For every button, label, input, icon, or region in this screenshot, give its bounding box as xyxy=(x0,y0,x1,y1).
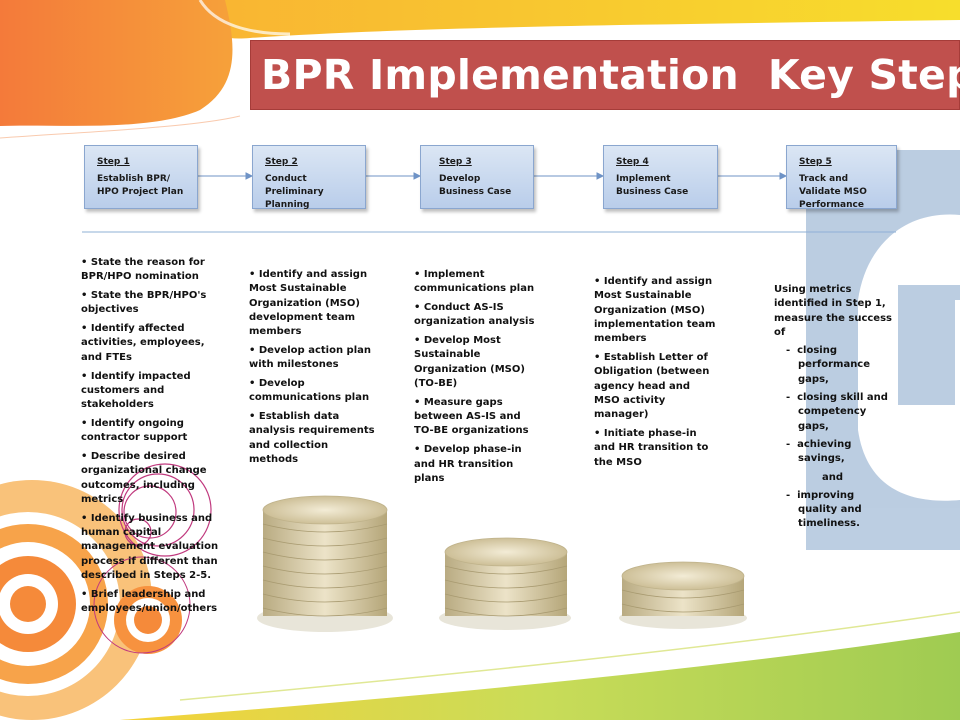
step-text: Implement Business Case xyxy=(616,174,689,197)
step-label: Step 1 xyxy=(97,157,130,167)
step-label: Step 5 xyxy=(799,157,832,167)
list-item: Identify affected activities, employees,… xyxy=(81,322,227,365)
list-item: closing skill and competency gaps, xyxy=(774,391,896,434)
step-arrows xyxy=(198,172,788,180)
list-item: State the BPR/HPO's objectives xyxy=(81,289,227,318)
step-text: Track and Validate MSO Performance xyxy=(799,174,867,210)
step-label: Step 4 xyxy=(616,157,649,167)
list-item: Develop action plan with milestones xyxy=(249,344,377,373)
list-item: Conduct AS-IS organization analysis xyxy=(414,301,538,330)
list-item: Establish Letter of Obligation (between … xyxy=(594,351,718,422)
list-item: achieving savings, xyxy=(774,438,896,467)
step2-details: Identify and assign Most Sustainable Org… xyxy=(249,268,377,472)
coin-stack-icon xyxy=(439,537,571,630)
list-item: Identify impacted customers and stakehol… xyxy=(81,370,227,413)
connector-text: and xyxy=(822,471,844,483)
list-item: Identify and assign Most Sustainable Org… xyxy=(249,268,377,339)
list-item: improving quality and timeliness. xyxy=(774,489,896,532)
title-bar: BPR Implementation Key Steps xyxy=(250,40,960,110)
list-item: Brief leadership and employees/union/oth… xyxy=(81,588,227,617)
coin-stack-icon xyxy=(257,495,393,632)
list-item: Describe desired organizational change o… xyxy=(81,450,227,507)
list-item: closing performance gaps, xyxy=(774,344,896,387)
step-text: Develop Business Case xyxy=(439,174,512,197)
step1-details: State the reason for BPR/HPO nomination … xyxy=(81,256,227,621)
list-item: Develop communications plan xyxy=(249,377,377,406)
list-item: Identify ongoing contractor support xyxy=(81,417,227,446)
step-box-4: Step 4 Implement Business Case xyxy=(603,145,718,209)
step-text: Establish BPR/ HPO Project Plan xyxy=(97,174,184,197)
list-item: Measure gaps between AS-IS and TO-BE org… xyxy=(414,396,538,439)
page-title: BPR Implementation Key Steps xyxy=(261,51,960,99)
bottom-swoosh xyxy=(120,632,960,720)
step-box-2: Step 2 Conduct Preliminary Planning xyxy=(252,145,366,210)
step3-details: Implement communications plan Conduct AS… xyxy=(414,268,538,491)
step-label: Step 2 xyxy=(265,157,298,167)
list-item: Develop phase-in and HR transition plans xyxy=(414,443,538,486)
list-item: Initiate phase-in and HR transition to t… xyxy=(594,427,718,470)
list-item: Establish data analysis requirements and… xyxy=(249,410,377,467)
step5-details: Using metrics identified in Step 1, meas… xyxy=(774,283,896,536)
list-item: State the reason for BPR/HPO nomination xyxy=(81,256,227,285)
step-label: Step 3 xyxy=(439,157,472,167)
step5-intro: Using metrics identified in Step 1, meas… xyxy=(774,284,892,338)
step4-details: Identify and assign Most Sustainable Org… xyxy=(594,275,718,474)
list-item: Implement communications plan xyxy=(414,268,538,297)
list-item: Identify and assign Most Sustainable Org… xyxy=(594,275,718,346)
top-left-orange-shape xyxy=(0,0,233,126)
coin-stack-icon xyxy=(619,561,747,629)
step-text: Conduct Preliminary Planning xyxy=(265,174,324,210)
step-box-1: Step 1 Establish BPR/ HPO Project Plan xyxy=(84,145,198,209)
step-box-5: Step 5 Track and Validate MSO Performanc… xyxy=(786,145,897,210)
list-item: Identify business and human capital mana… xyxy=(81,512,227,583)
top-yellow-band xyxy=(160,0,960,39)
list-item: Develop Most Sustainable Organization (M… xyxy=(414,334,538,391)
step-box-3: Step 3 Develop Business Case xyxy=(420,145,534,209)
